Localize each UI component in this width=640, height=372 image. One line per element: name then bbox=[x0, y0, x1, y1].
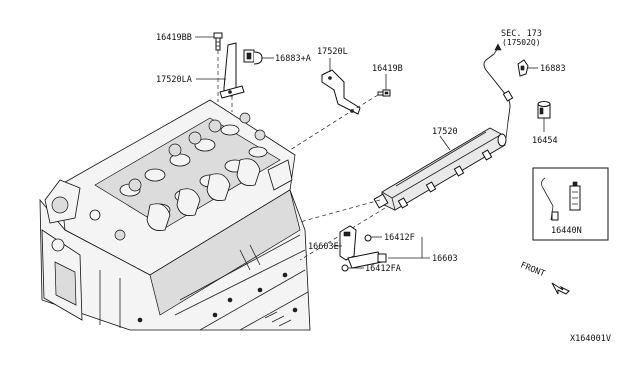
bolt-16419BB bbox=[213, 32, 223, 51]
label-16412FA: 16412FA bbox=[365, 264, 401, 274]
label-17520: 17520 bbox=[432, 127, 458, 137]
label-17520LA: 17520LA bbox=[156, 75, 192, 85]
bolt-16419B bbox=[377, 89, 391, 97]
label-16883A: 16883+A bbox=[275, 54, 311, 64]
damper-16454 bbox=[537, 101, 551, 119]
kit-box-16440N bbox=[532, 167, 609, 241]
front-arrow bbox=[551, 282, 570, 295]
label-16440N: 16440N bbox=[551, 226, 582, 236]
label-16419B: 16419B bbox=[372, 64, 403, 74]
label-16603: 16603 bbox=[432, 254, 458, 264]
label-16419BB: 16419BB bbox=[156, 33, 192, 43]
arrow-head-sec173 bbox=[494, 43, 502, 51]
clip-16883A bbox=[243, 49, 263, 65]
injector-16603E bbox=[339, 225, 357, 261]
injector-16603 bbox=[341, 234, 387, 272]
label-sec-ref: SEC. 173 bbox=[501, 29, 542, 39]
bracket-17520LA bbox=[219, 42, 245, 99]
label-16412F: 16412F bbox=[384, 233, 415, 243]
engine-assembly bbox=[39, 99, 311, 331]
clip-16883 bbox=[517, 59, 529, 77]
label-16883: 16883 bbox=[540, 64, 566, 74]
dash-17520L-engine bbox=[289, 94, 379, 151]
leader-17520 bbox=[439, 135, 451, 151]
fuel-feed-tube bbox=[483, 53, 514, 139]
label-17520L: 17520L bbox=[317, 47, 348, 57]
fuel-rail-17520 bbox=[373, 127, 507, 211]
label-diagram-id: X164001V bbox=[570, 334, 611, 344]
label-16603E: 16603E bbox=[308, 242, 339, 252]
bracket-17520L bbox=[321, 69, 361, 115]
label-sec-ref-sub: (17502Q) bbox=[502, 38, 541, 47]
label-front: FRONT bbox=[519, 261, 546, 280]
dash-rail-engine bbox=[299, 199, 381, 223]
leader-16603 bbox=[388, 237, 430, 259]
label-16454: 16454 bbox=[532, 136, 558, 146]
